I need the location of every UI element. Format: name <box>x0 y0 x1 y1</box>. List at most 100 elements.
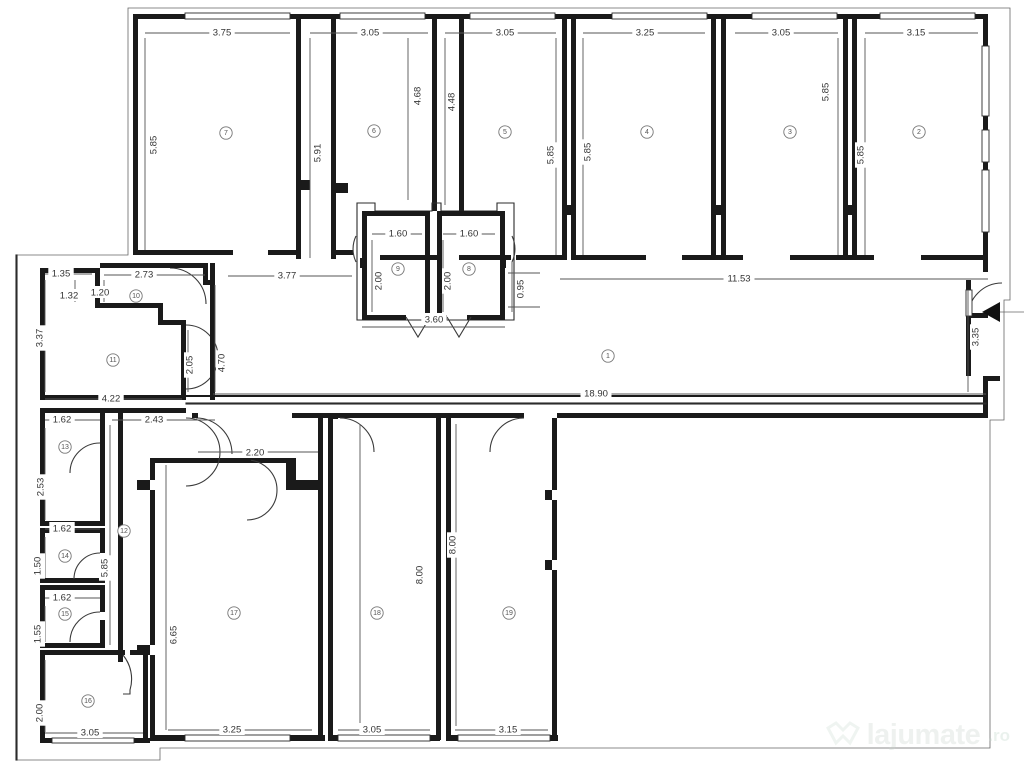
room-number-text: 19 <box>505 610 513 617</box>
dimension-value: 1.20 <box>91 288 110 299</box>
dimension-label: 1.50 <box>32 553 45 579</box>
corridor-walls <box>185 376 988 418</box>
dimension-label: 2.43 <box>141 413 167 426</box>
dimension-value: 3.15 <box>499 725 518 736</box>
dimension-label: 1.60 <box>385 227 411 240</box>
room-marker-circle <box>391 262 405 276</box>
room-number-10: 10 <box>129 289 143 303</box>
dimension-label: 3.25 <box>632 26 658 39</box>
room-number-1: 1 <box>601 349 615 363</box>
dimension-value: 5.91 <box>313 144 324 163</box>
dimension-label: 1.55 <box>32 621 45 647</box>
room-number-3: 3 <box>783 125 797 139</box>
dimension-label: 4.70 <box>216 350 229 376</box>
dimension-label: 3.15 <box>903 26 929 39</box>
dimension-label: 2.20 <box>242 446 268 459</box>
room-number-text: 6 <box>372 128 376 135</box>
dimension-label: 2.00 <box>442 268 455 294</box>
dimension-label: 11.53 <box>723 272 755 285</box>
room-marker-circle <box>462 262 476 276</box>
dimension-label: 4.48 <box>446 89 459 115</box>
dimension-value: 1.32 <box>60 291 79 302</box>
room-number-text: 17 <box>230 610 238 617</box>
dimension-label: 2.73 <box>131 268 157 281</box>
dimension-value: 5.85 <box>856 146 867 165</box>
room-number-text: 12 <box>120 528 128 535</box>
dimension-value: 1.62 <box>53 593 72 604</box>
dimension-value: 5.85 <box>546 146 557 165</box>
room-number-text: 18 <box>373 610 381 617</box>
dimension-value: 2.73 <box>135 270 154 281</box>
room-number-text: 5 <box>503 129 507 136</box>
dimension-value: 5.85 <box>821 83 832 102</box>
room-number-17: 17 <box>227 606 241 620</box>
room-number-13: 13 <box>58 440 72 454</box>
dimension-value: 3.25 <box>223 725 242 736</box>
room-marker-circle <box>81 694 95 708</box>
room-number-9: 9 <box>391 262 405 276</box>
dimension-label: 5.85 <box>855 142 868 168</box>
room-marker-circle <box>783 125 797 139</box>
dimension-label: 3.05 <box>359 723 385 736</box>
dimension-value: 1.60 <box>389 229 408 240</box>
dimension-label: 1.62 <box>49 413 75 426</box>
room-marker-circle <box>219 126 233 140</box>
dimension-label: 1.32 <box>56 289 82 302</box>
room-marker-circle <box>106 353 120 367</box>
dimension-value: 3.05 <box>772 28 791 39</box>
dimension-value: 2.00 <box>35 704 46 723</box>
room-marker-circle <box>640 125 654 139</box>
dimension-label: 1.62 <box>49 522 75 535</box>
dimension-label: 18.90 <box>580 387 612 400</box>
dimension-label: 5.91 <box>312 140 325 166</box>
dimension-value: 1.62 <box>53 415 72 426</box>
room-number-text: 10 <box>132 293 140 300</box>
dimension-value: 3.35 <box>971 328 982 347</box>
dimension-label: 2.53 <box>35 474 48 500</box>
room-number-text: 4 <box>645 129 649 136</box>
room-number-2: 2 <box>912 125 926 139</box>
building-extent-outline <box>15 7 1011 761</box>
dimension-value: 3.05 <box>496 28 515 39</box>
dimension-label: 3.77 <box>274 269 300 282</box>
dimension-value: 1.62 <box>53 524 72 535</box>
dimension-value: 2.53 <box>36 478 47 497</box>
dimension-value: 2.05 <box>185 356 196 375</box>
top-wall-windows <box>184 12 976 20</box>
room-marker-circle <box>58 549 72 563</box>
dimension-label: 1.62 <box>49 591 75 604</box>
dimension-value: 3.60 <box>425 315 444 326</box>
dimension-label: 1.60 <box>456 227 482 240</box>
dimension-label: 2.00 <box>34 700 47 726</box>
entrance-door <box>965 280 1024 381</box>
bottom-wing-rooms <box>137 413 558 741</box>
room-marker-circle <box>498 125 512 139</box>
room-number-18: 18 <box>370 606 384 620</box>
room-number-11: 11 <box>106 353 120 367</box>
right-wall-windows <box>981 45 990 233</box>
dimension-label: 1.20 <box>87 286 113 299</box>
room-number-6: 6 <box>367 124 381 138</box>
dimension-label: 0.95 <box>515 276 528 302</box>
dimension-value: 5.85 <box>583 143 594 162</box>
dimension-label: 6.65 <box>168 622 181 648</box>
dimension-label: 3.37 <box>34 325 47 351</box>
dimension-value: 8.00 <box>415 566 426 585</box>
dimension-value: 2.43 <box>145 415 164 426</box>
room-number-16: 16 <box>81 694 95 708</box>
dimension-label: 2.00 <box>373 268 386 294</box>
room-number-text: 16 <box>84 698 92 705</box>
dimension-value: 3.25 <box>636 28 655 39</box>
room-number-text: 2 <box>917 129 921 136</box>
dimension-value: 4.22 <box>102 394 121 405</box>
dimension-value: 5.85 <box>149 136 160 155</box>
dimension-value: 3.05 <box>81 728 100 739</box>
dimension-value: 3.77 <box>278 271 297 282</box>
dimension-value: 2.00 <box>374 272 385 291</box>
dimension-label: 3.05 <box>77 726 103 739</box>
dimension-value: 8.00 <box>448 536 459 555</box>
room-marker-circle <box>58 440 72 454</box>
room-marker-circle <box>117 524 131 538</box>
dimension-label: 4.68 <box>412 83 425 109</box>
